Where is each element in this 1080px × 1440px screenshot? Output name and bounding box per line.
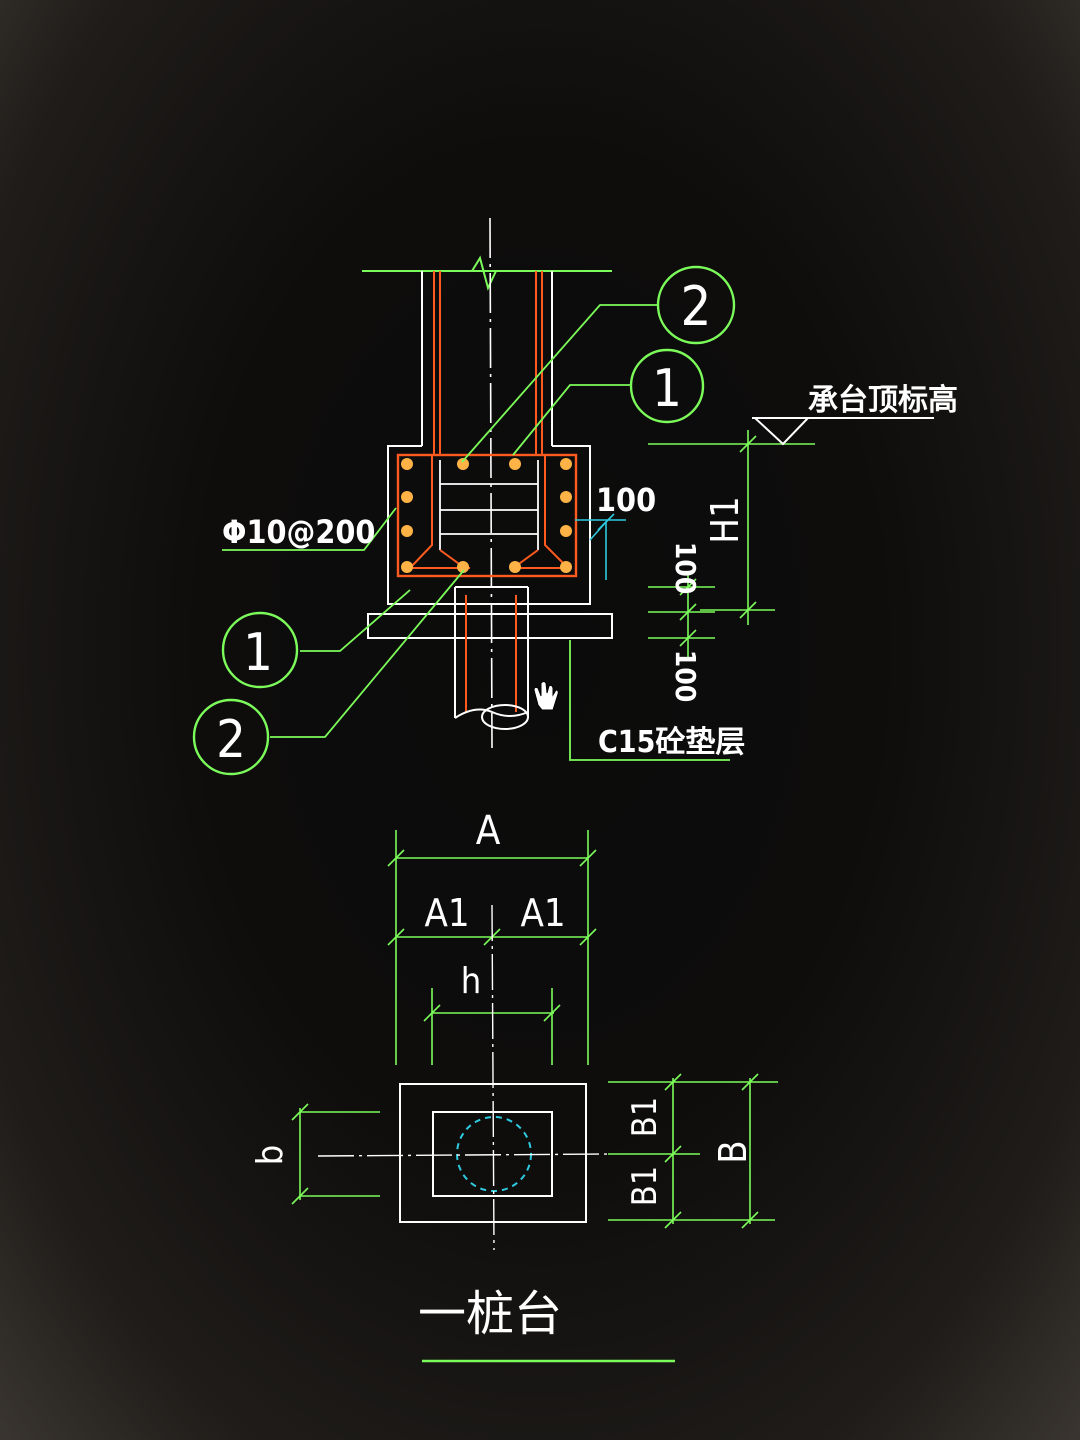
hand-cursor-icon [533, 681, 559, 711]
callout-left-1-label: 1 [243, 623, 273, 683]
dim-top-cover [575, 513, 626, 580]
drawing-caption: 一桩台 [418, 1286, 562, 1342]
elevation-marker-icon [752, 417, 934, 446]
dim-A1-right-label: A1 [520, 891, 565, 935]
section-view [192, 217, 934, 776]
rebar-dots [401, 458, 572, 573]
dim-A [387, 830, 597, 1065]
cover-side-label: 100 [669, 542, 702, 595]
dim-b-label: b [250, 1145, 291, 1166]
stirrup-label: Φ10@200 [222, 513, 375, 551]
column-stirrups [439, 460, 539, 550]
bedding-100-label: 100 [669, 650, 702, 703]
bedding-layer [367, 613, 613, 639]
bar-anchorage-bends [409, 454, 569, 569]
plan-labels: A A1 A1 h b B1 B1 B 一桩台 [250, 808, 755, 1342]
dim-B-label: B [711, 1140, 755, 1163]
dim-A-label: A [476, 808, 501, 854]
column-break-line [362, 255, 612, 291]
section-centerline [489, 217, 493, 749]
section-labels: 2 1 1 2 Φ10@200 100 承台顶标高 C15砼垫层 100 100… [216, 275, 958, 770]
callout-top-2-label: 2 [681, 275, 712, 338]
dim-B1-bottom-label: B1 [625, 1166, 665, 1206]
plan-centerlines [317, 904, 613, 1251]
dim-bedding-stack [648, 575, 715, 660]
pile [454, 586, 529, 730]
plan-view [291, 830, 778, 1363]
dim-b [291, 1103, 380, 1205]
callout-left-2-label: 2 [216, 710, 246, 770]
callout-top-1-label: 1 [652, 359, 682, 419]
column-longitudinal-bars [433, 271, 543, 454]
callout-circles [192, 265, 736, 776]
dim-H1 [648, 430, 815, 625]
elevation-label: 承台顶标高 [808, 383, 958, 418]
dim-h [423, 988, 561, 1065]
dim-h-label: h [461, 961, 482, 1002]
cap-stirrup-cage [396, 453, 578, 578]
dim-B [608, 1073, 778, 1229]
callout-leaders [222, 304, 730, 761]
dim-A1-left-label: A1 [424, 891, 469, 935]
cover-top-label: 100 [596, 481, 656, 519]
H1-label: H1 [703, 496, 747, 543]
bedding-label: C15砼垫层 [598, 725, 745, 760]
column-outline [387, 271, 591, 605]
dim-B1-top-label: B1 [625, 1097, 665, 1137]
